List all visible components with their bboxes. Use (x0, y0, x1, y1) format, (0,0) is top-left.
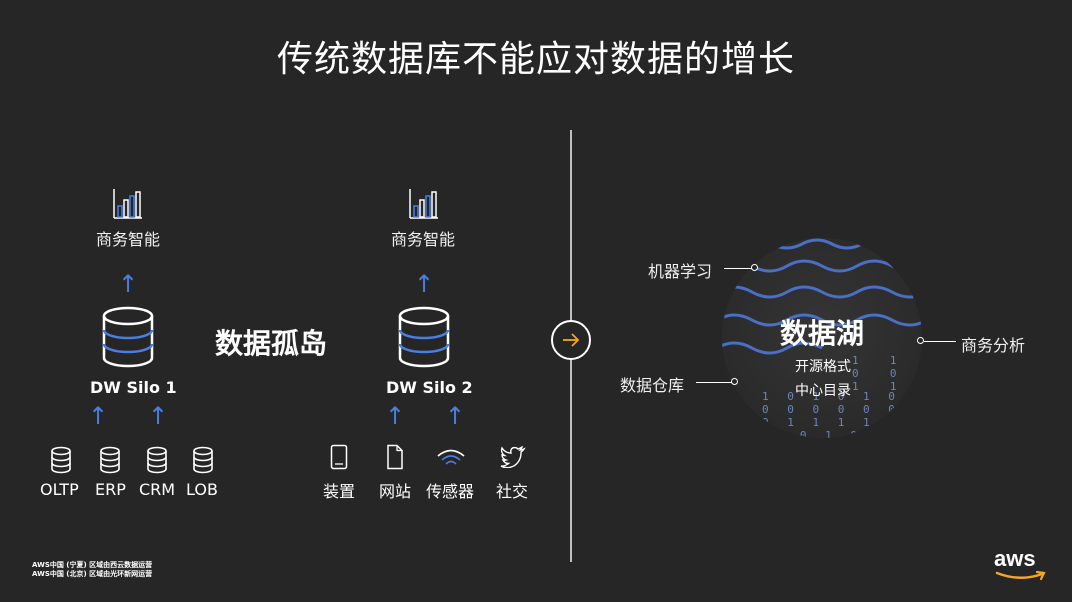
transition-arrow-button (551, 320, 591, 360)
database-icon (102, 306, 154, 368)
arrow-up-icon: ↑ (87, 402, 109, 430)
source-label: LOB (186, 480, 218, 499)
bar-chart-icon (409, 189, 438, 219)
analytics-connector (924, 341, 956, 342)
footer-line-1: AWS中国 (宁夏) 区域由西云数据运营 (32, 561, 153, 569)
data-lake-title: 数据湖 (780, 317, 865, 350)
arrow-right-icon (563, 333, 580, 347)
aws-logo-text: aws (994, 546, 1036, 571)
binary-pattern: 1 1 1 0 0 0 1 1 1 (852, 354, 903, 393)
document-icon (387, 444, 403, 470)
source-label: 装置 (323, 482, 356, 501)
dw-connector (696, 382, 732, 383)
silo1-db-label: DW Silo 1 (90, 378, 177, 397)
wave-pattern (722, 238, 922, 355)
source-label: ERP (95, 480, 126, 499)
arrow-up-icon: ↑ (444, 402, 466, 430)
silo1-bi-label: 商务智能 (96, 230, 161, 249)
analytics-dot (917, 337, 924, 344)
database-small-icon (147, 446, 167, 474)
source-label: 社交 (496, 482, 529, 501)
dw-dot (731, 378, 738, 385)
data-lake-circle: 1 1 1 0 0 0 1 1 1 1 0 1 0 1 0 1 0 0 0 0 … (722, 238, 922, 438)
aws-logo: aws (994, 548, 1050, 584)
analytics-label: 商务分析 (961, 336, 1026, 355)
ml-dot (751, 264, 758, 271)
source-label: 网站 (379, 482, 412, 501)
silo2-bi-label: 商务智能 (391, 230, 456, 249)
source-label: 传感器 (426, 482, 475, 501)
arrow-up-icon: ↑ (384, 402, 406, 430)
database-small-icon (100, 446, 120, 474)
ml-connector (724, 268, 752, 269)
bar-chart-icon (113, 189, 142, 219)
lake-subtitle-central-catalog: 中心目录 (795, 383, 851, 399)
lake-subtitle-open-format: 开源格式 (795, 359, 851, 375)
database-icon (398, 306, 450, 368)
social-bird-icon (500, 446, 526, 468)
aws-smile-icon (995, 570, 1046, 581)
slide-title: 传统数据库不能应对数据的增长 (276, 39, 795, 80)
sensor-wifi-icon (437, 449, 465, 465)
database-small-icon (51, 446, 71, 474)
source-label: OLTP (40, 480, 79, 499)
silo2-db-label: DW Silo 2 (386, 378, 473, 397)
mobile-device-icon (330, 444, 348, 470)
source-label: CRM (139, 480, 176, 499)
data-island-label: 数据孤岛 (215, 327, 328, 360)
arrow-up-icon: ↑ (117, 270, 139, 298)
arrow-up-icon: ↑ (147, 402, 169, 430)
ml-label: 机器学习 (648, 262, 713, 281)
binary-pattern: 1 0 1 0 1 0 1 0 0 0 0 0 0 0 0 1 1 1 1 1 … (762, 390, 920, 438)
arrow-up-icon: ↑ (413, 270, 435, 298)
database-small-icon (193, 446, 213, 474)
dw-label: 数据仓库 (620, 376, 685, 395)
footer-line-2: AWS中国 (北京) 区域由光环新网运营 (32, 570, 153, 578)
